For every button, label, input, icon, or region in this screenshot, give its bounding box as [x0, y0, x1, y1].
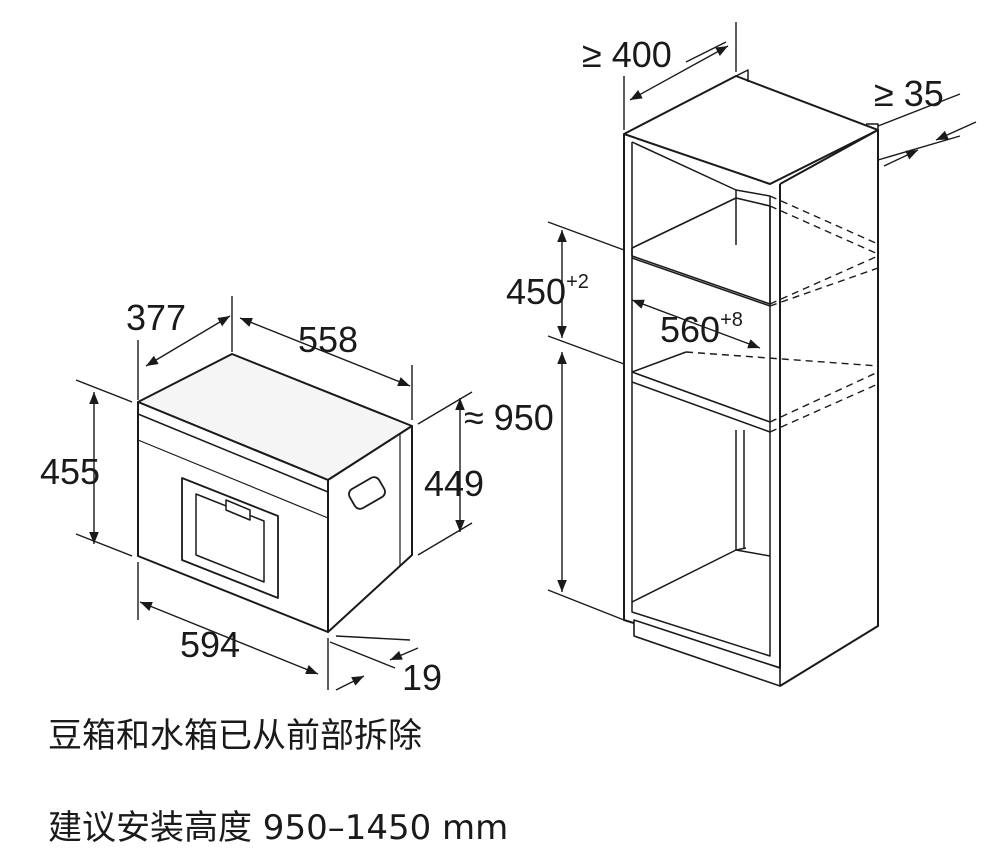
cabinet-side-panel — [779, 129, 879, 687]
label-niche-height-tolerance: +2 — [566, 271, 589, 293]
dim-oven-front-depth — [329, 641, 396, 669]
oven-side-face — [327, 425, 413, 633]
label-niche-height: 450+2 — [506, 271, 589, 312]
dim-oven-width-bottom — [139, 601, 319, 675]
caption-install-height: 建议安装高度 950–1450 mm — [48, 808, 509, 848]
dim-oven-width-top — [239, 317, 411, 387]
oven-dimension-lines — [75, 296, 473, 691]
dim-cabinet-gap — [883, 149, 919, 167]
cabinet-plinth — [633, 619, 781, 687]
cabinet-dimension-lines — [547, 22, 977, 621]
label-oven-height-right: 449 — [424, 463, 484, 504]
oven-front-panel-edge — [137, 413, 329, 493]
label-cabinet-depth: ≥ 400 — [582, 34, 672, 75]
tall-cabinet — [623, 69, 879, 687]
dispenser-spout — [225, 499, 251, 521]
label-oven-width-top: 558 — [298, 319, 358, 360]
caption-removed-parts: 豆箱和水箱已从前部拆除 — [48, 716, 422, 756]
label-oven-width-bottom: 594 — [180, 624, 240, 665]
label-niche-width-tolerance: +8 — [720, 309, 743, 331]
label-niche-width: 560+8 — [660, 309, 743, 350]
label-oven-front-depth: 19 — [402, 657, 442, 698]
label-install-height: ≈ 950 — [464, 397, 554, 438]
label-oven-height-left: 455 — [40, 451, 100, 492]
dim-oven-depth — [145, 315, 231, 367]
oven-appliance — [137, 353, 413, 633]
dim-niche-width — [631, 299, 761, 349]
cabinet-shelf-1 — [631, 197, 771, 305]
dim-cabinet-depth — [629, 45, 729, 101]
label-oven-depth: 377 — [126, 297, 186, 338]
side-handle — [348, 476, 386, 510]
label-cabinet-gap: ≥ 35 — [874, 73, 944, 114]
cabinet-hidden-lines — [685, 195, 879, 433]
cabinet-top-face — [623, 75, 879, 185]
